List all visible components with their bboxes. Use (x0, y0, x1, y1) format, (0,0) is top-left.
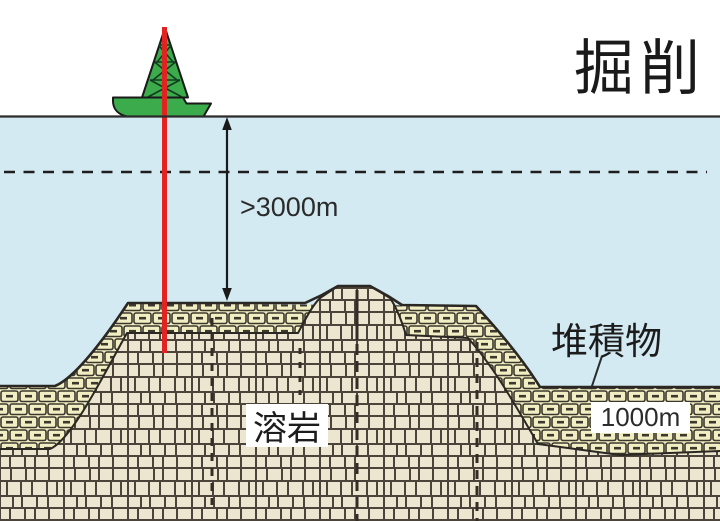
sediment-label: 堆積物 (551, 321, 662, 362)
depth-double-arrow-icon (222, 117, 232, 301)
lava-body (0, 286, 720, 521)
lava-fissure-lines (210, 290, 479, 521)
lava-label-box: 溶岩 (246, 404, 328, 448)
sediment-thickness-box: 1000m (591, 402, 690, 433)
seafloor-outline (0, 284, 720, 389)
water-depth-label: >3000m (240, 192, 339, 222)
sediment-leader-line (590, 355, 603, 390)
lava-label: 溶岩 (253, 410, 321, 448)
page-title: 掘削 (574, 35, 706, 102)
sediment-thickness-label: 1000m (600, 402, 681, 432)
